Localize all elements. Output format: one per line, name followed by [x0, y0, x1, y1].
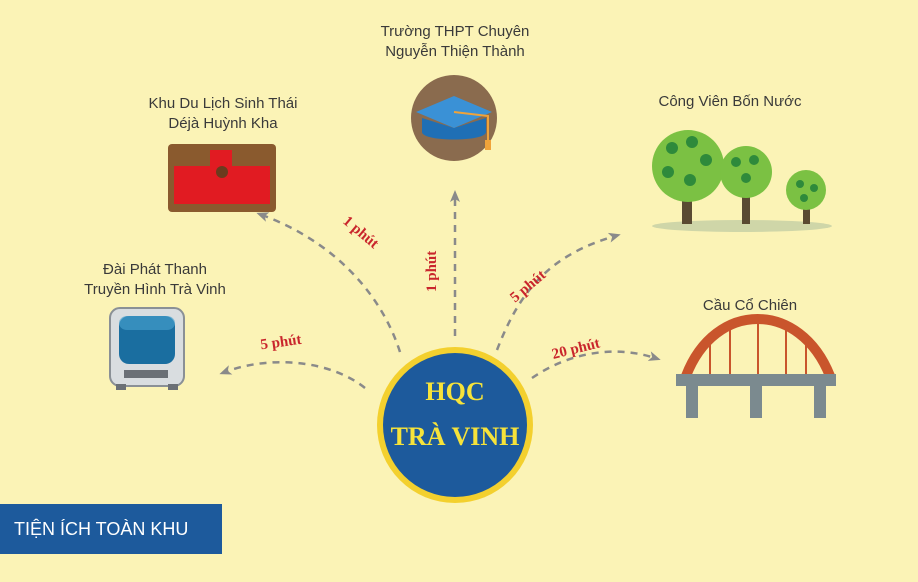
- eco-resort-name-line2: Déjà Huỳnh Kha: [168, 115, 278, 132]
- tv-station-name-line1: Đài Phát Thanh: [103, 261, 207, 278]
- arrow-to-bridge: [531, 350, 661, 380]
- bridge-icon: [676, 314, 836, 418]
- time-label-bridge: 20 phút: [550, 336, 601, 363]
- arrow-to-eco-resort: [256, 212, 402, 353]
- school-name-line2: Nguyễn Thiện Thành: [385, 43, 525, 60]
- hub-title: HQC: [425, 377, 484, 406]
- time-label-school: 1 phút: [424, 251, 440, 292]
- resort-gate-icon: [168, 144, 276, 212]
- amenities-badge: TIỆN ÍCH TOÀN KHU: [0, 504, 222, 554]
- tv-station-name-line2: Truyền Hình Trà Vinh: [84, 281, 226, 298]
- time-label-park: 5 phút: [507, 267, 549, 306]
- trees-icon: [652, 130, 832, 232]
- time-label-tv-station: 5 phút: [259, 332, 302, 354]
- bridge-label: Cầu Cổ Chiên: [660, 296, 840, 316]
- arrow-to-tv-station: [219, 360, 366, 389]
- television-icon: [109, 307, 185, 390]
- hub-subtitle: TRÀ VINH: [391, 422, 520, 451]
- graduation-cap-icon: [411, 75, 497, 161]
- park-label: Công Viên Bốn Nước: [630, 92, 830, 112]
- school-name-line1: Trường THPT Chuyên: [380, 23, 530, 40]
- eco-resort-label: Khu Du Lịch Sinh Thái Déjà Huỳnh Kha: [128, 94, 318, 134]
- school-label: Trường THPT Chuyên Nguyễn Thiện Thành: [360, 22, 550, 62]
- time-label-eco-resort: 1 phút: [340, 213, 382, 252]
- arrow-to-park: [495, 232, 621, 351]
- eco-resort-name-line1: Khu Du Lịch Sinh Thái: [148, 95, 298, 112]
- bridge-name-line1: Cầu Cổ Chiên: [702, 297, 798, 314]
- park-name-line1: Công Viên Bốn Nước: [658, 93, 802, 110]
- hub: HQC TRÀ VINH: [377, 347, 533, 503]
- tv-station-label: Đài Phát Thanh Truyền Hình Trà Vinh: [60, 260, 250, 300]
